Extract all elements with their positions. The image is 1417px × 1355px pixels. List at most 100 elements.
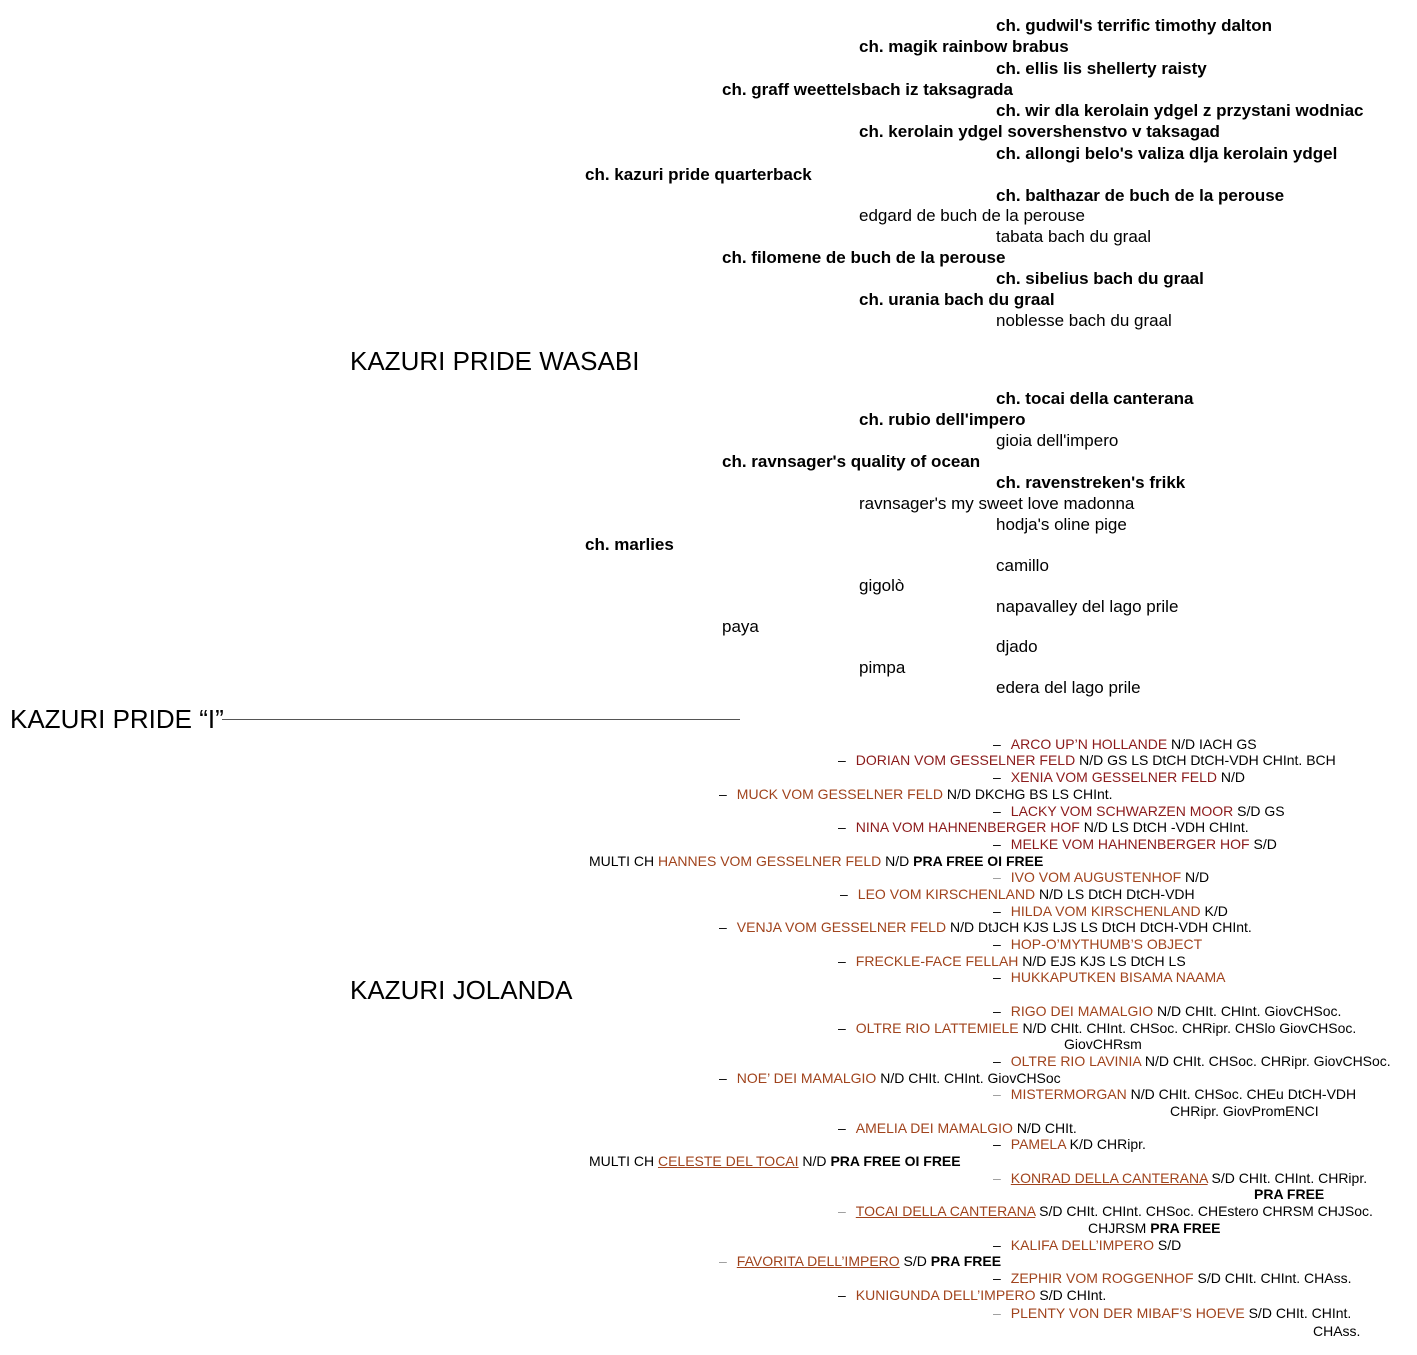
dog-name: OLTRE RIO LATTEMIELE xyxy=(855,1020,1019,1036)
dash: – xyxy=(838,752,846,768)
titles: N/D GS LS DtCH DtCH-VDH CHInt. BCH xyxy=(1075,752,1336,768)
sire-gen5-name: ch. gudwil's terrific timothy dalton xyxy=(996,16,1273,35)
dam-gen5-entry: –HOP-O’MYTHUMB’S OBJECT xyxy=(993,937,1202,951)
dog-name: MELKE VOM HAHNENBERGER HOF xyxy=(1010,836,1250,852)
titles: S/D xyxy=(899,1253,931,1269)
dash: – xyxy=(993,1086,1001,1102)
titles: S/D CHInt. xyxy=(1035,1287,1107,1303)
dog-name: KALIFA DELL’IMPERO xyxy=(1010,1237,1154,1253)
dam-gen5-entry-cont: CHRipr. GiovPromENCI xyxy=(1170,1103,1319,1119)
dam-gen5-entry: –RIGO DEI MAMALGIO N/D CHIt. CHInt. Giov… xyxy=(993,1004,1341,1018)
dam-gen4-entry: –AMELIA DEI MAMALGIO N/D CHIt. xyxy=(838,1121,1077,1135)
sire-gen5-name: ch. sibelius bach du graal xyxy=(996,269,1204,288)
dash: – xyxy=(838,953,846,969)
sire-gen4-name: ch. magik rainbow brabus xyxy=(859,37,1069,56)
dash: – xyxy=(993,769,1001,785)
dog-name: XENIA VOM GESSELNER FELD xyxy=(1010,769,1217,785)
dam-gen5-entry: –PLENTY VON DER MIBAF’S HOEVE S/D CHIt. … xyxy=(993,1306,1351,1320)
dam-gen4-entry: –OLTRE RIO LATTEMIELE N/D CHIt. CHInt. C… xyxy=(838,1021,1356,1035)
sire-gen3-name: ch. ravnsager's quality of ocean xyxy=(722,452,981,471)
titles: N/D CHIt. CHInt. GiovCHSoc. xyxy=(1153,1003,1342,1019)
dam-gen4-entry: –NINA VOM HAHNENBERGER HOF N/D LS DtCH -… xyxy=(838,820,1249,834)
dash: – xyxy=(993,836,1001,852)
dam-gen5-entry: –KALIFA DELL’IMPERO S/D xyxy=(993,1238,1181,1252)
health-status: PRA FREE OI FREE xyxy=(913,853,1044,869)
dam-gen3-entry: –NOE’ DEI MAMALGIO N/D CHIt. CHInt. Giov… xyxy=(719,1071,1061,1085)
dog-name: TOCAI DELLA CANTERANA xyxy=(855,1203,1036,1219)
dog-name: RIGO DEI MAMALGIO xyxy=(1010,1003,1154,1019)
pedigree-connector-line xyxy=(222,719,740,720)
titles: S/D CHIt. CHInt. xyxy=(1244,1305,1352,1321)
titles: N/D xyxy=(881,853,914,869)
dog-name: PAMELA xyxy=(1010,1136,1066,1152)
dog-name: HANNES VOM GESSELNER FELD xyxy=(657,853,882,869)
dam-gen5-entry: –OLTRE RIO LAVINIA N/D CHIt. CHSoc. CHRi… xyxy=(993,1054,1391,1068)
health-status: PRA FREE xyxy=(930,1253,1002,1269)
dam-gen4-entry: –KUNIGUNDA DELL’IMPERO S/D CHInt. xyxy=(838,1288,1106,1302)
dash: – xyxy=(838,1287,846,1303)
dam-gen5-entry-cont: CHAss. xyxy=(1313,1323,1361,1339)
sire-gen4-name: edgard de buch de la perouse xyxy=(859,206,1085,225)
dam-gen2-entry: MULTI CH HANNES VOM GESSELNER FELD N/D P… xyxy=(589,854,1043,868)
dam-gen5-entry: –LACKY VOM SCHWARZEN MOOR S/D GS xyxy=(993,804,1285,818)
titles: N/D IACH GS xyxy=(1167,736,1257,752)
dash: – xyxy=(993,1003,1001,1019)
dash: – xyxy=(719,1253,727,1269)
prefix: MULTI CH xyxy=(589,853,658,869)
dog-name: KONRAD DELLA CANTERANA xyxy=(1010,1170,1208,1186)
dash: – xyxy=(993,1053,1001,1069)
dam-gen5-entry: –KONRAD DELLA CANTERANA S/D CHIt. CHInt.… xyxy=(993,1171,1367,1185)
sire-gen5-name: gioia dell'impero xyxy=(996,431,1119,450)
dam-gen5-entry: –PAMELA K/D CHRipr. xyxy=(993,1137,1146,1151)
dog-name: DORIAN VOM GESSELNER FELD xyxy=(855,752,1076,768)
dog-name: IVO VOM AUGUSTENHOF xyxy=(1010,869,1182,885)
sire-name: KAZURI PRIDE WASABI xyxy=(350,346,640,376)
titles: N/D LS DtCH DtCH-VDH xyxy=(1035,886,1195,902)
dash: – xyxy=(840,886,848,902)
dam-gen5-entry-cont: PRA FREE xyxy=(1254,1186,1325,1202)
dash: – xyxy=(993,1305,1001,1321)
dog-name: HILDA VOM KIRSCHENLAND xyxy=(1010,903,1201,919)
dam-gen4-entry-cont: GiovCHRsm xyxy=(1064,1036,1142,1052)
dog-name: CELESTE DEL TOCAI xyxy=(657,1153,799,1169)
sire-gen3-name: ch. graff weettelsbach iz taksagrada xyxy=(722,80,1013,99)
dam-gen5-entry: –MISTERMORGAN N/D CHIt. CHSoc. CHEu DtCH… xyxy=(993,1087,1356,1101)
sire-gen5-name: djado xyxy=(996,637,1038,656)
dam-gen5-entry: –HUKKAPUTKEN BISAMA NAAMA xyxy=(993,970,1226,984)
titles: N/D DKCHG BS LS CHInt. xyxy=(942,786,1113,802)
dog-name: HOP-O’MYTHUMB’S OBJECT xyxy=(1010,936,1203,952)
dog-name: FAVORITA DELL’IMPERO xyxy=(736,1253,900,1269)
dam-gen5-entry: –IVO VOM AUGUSTENHOF N/D xyxy=(993,870,1209,884)
titles: K/D CHRipr. xyxy=(1065,1136,1146,1152)
sire-gen4-name: ch. kerolain ydgel sovershenstvo v taksa… xyxy=(859,122,1220,141)
titles: S/D xyxy=(1153,1237,1182,1253)
dash: – xyxy=(838,1020,846,1036)
sire-gen4-name: ch. rubio dell'impero xyxy=(859,410,1026,429)
sire-gen5-name: noblesse bach du graal xyxy=(996,311,1172,330)
dog-name: LEO VOM KIRSCHENLAND xyxy=(857,886,1036,902)
sire-gen4-name: ch. urania bach du graal xyxy=(859,290,1055,309)
dog-name: MISTERMORGAN xyxy=(1010,1086,1127,1102)
titles: N/D CHIt. xyxy=(1012,1120,1077,1136)
dash: – xyxy=(838,819,846,835)
titles: CHJRSM xyxy=(1088,1220,1151,1236)
sire-gen5-name: tabata bach du graal xyxy=(996,227,1152,246)
dog-name: ARCO UP’N HOLLANDE xyxy=(1010,736,1168,752)
dash: – xyxy=(993,936,1001,952)
dash: – xyxy=(993,903,1001,919)
dog-name: PLENTY VON DER MIBAF’S HOEVE xyxy=(1010,1305,1245,1321)
dash: – xyxy=(993,803,1001,819)
subject-name: KAZURI PRIDE “I” xyxy=(10,704,224,734)
dam-gen3-entry: –MUCK VOM GESSELNER FELD N/D DKCHG BS LS… xyxy=(719,787,1113,801)
dog-name: KUNIGUNDA DELL’IMPERO xyxy=(855,1287,1036,1303)
sire-gen5-name: edera del lago prile xyxy=(996,678,1141,697)
dash: – xyxy=(993,969,1001,985)
sire-gen2-name: ch. marlies xyxy=(585,535,674,554)
dam-gen5-entry: –MELKE VOM HAHNENBERGER HOF S/D xyxy=(993,837,1277,851)
dog-name: FRECKLE-FACE FELLAH xyxy=(855,953,1019,969)
dam-gen4-entry: –FRECKLE-FACE FELLAH N/D EJS KJS LS DtCH… xyxy=(838,954,1186,968)
dog-name: LACKY VOM SCHWARZEN MOOR xyxy=(1010,803,1234,819)
titles: N/D xyxy=(1181,869,1210,885)
health-status: PRA FREE xyxy=(1150,1220,1221,1236)
dam-name: KAZURI JOLANDA xyxy=(350,975,573,1005)
